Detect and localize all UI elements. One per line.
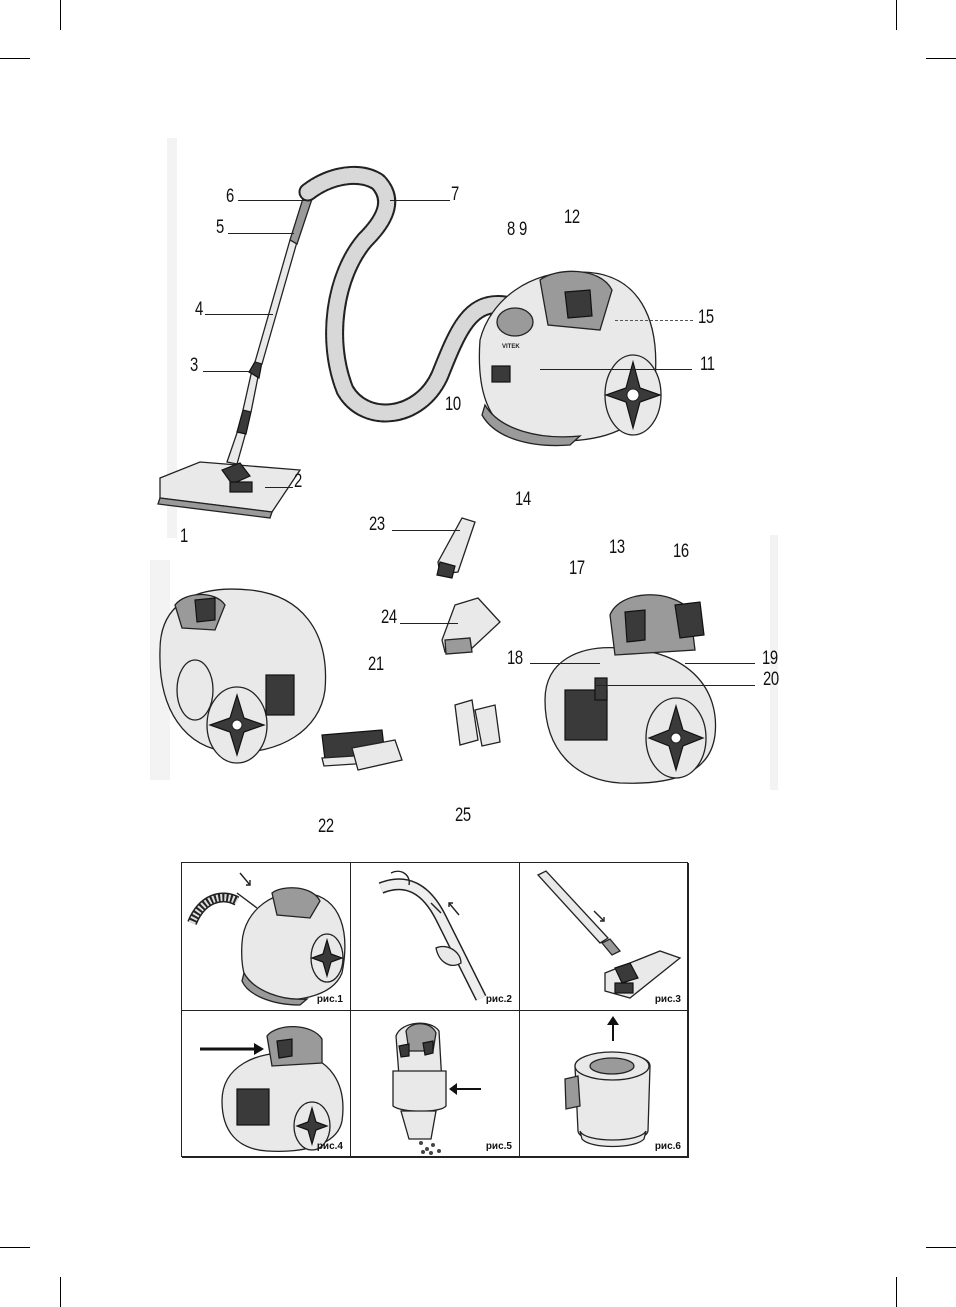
leader-line	[530, 663, 600, 664]
callout-label: 5	[216, 217, 224, 238]
callout-label: 23	[369, 514, 385, 535]
adapter-piece	[454, 699, 501, 747]
leader-line	[400, 623, 458, 624]
callout-label: 12	[564, 207, 580, 228]
crop-mark	[926, 58, 956, 59]
figure-3-drawing	[536, 870, 682, 999]
crop-mark	[896, 0, 897, 30]
figure-caption: рис.3	[654, 994, 681, 1005]
leader-line	[265, 487, 293, 488]
callout-label: 14	[515, 489, 531, 510]
vacuum-cleaner-illustration: VITEK	[150, 138, 778, 790]
crop-mark	[896, 1277, 897, 1307]
vacuum-body	[478, 270, 662, 447]
callout-label: 9	[519, 219, 527, 240]
crop-mark	[0, 58, 30, 59]
figure-caption: рис.2	[485, 994, 512, 1005]
leader-line	[540, 369, 692, 370]
figure-4-drawing	[200, 1025, 344, 1152]
crop-mark	[0, 1247, 30, 1248]
figure-2-drawing	[378, 870, 487, 1001]
floor-nozzle	[157, 461, 302, 519]
leader-line	[685, 663, 755, 664]
figure-caption: рис.6	[654, 1141, 681, 1152]
brand-text: VITEK	[502, 344, 520, 350]
figure-panel-1: рис.1	[182, 863, 351, 1011]
callout-label: 18	[507, 648, 523, 669]
callout-label: 8	[507, 219, 515, 240]
leader-line	[390, 200, 450, 201]
leader-line	[228, 233, 294, 234]
figure-panel-5: рис.5	[351, 1011, 520, 1158]
vacuum-rear-right-view	[544, 594, 717, 784]
figure-panel-4: рис.4	[182, 1011, 351, 1158]
upholstery-brush	[441, 597, 501, 655]
figure-1-drawing	[187, 872, 346, 1006]
callout-label: 24	[381, 607, 397, 628]
telescopic-tube	[226, 191, 314, 465]
leader-line	[615, 320, 693, 321]
figure-panel-3: рис.3	[520, 863, 689, 1011]
figure-panel-2: рис.2	[351, 863, 520, 1011]
callout-label: 3	[190, 355, 198, 376]
figure-caption: рис.4	[316, 1141, 343, 1152]
figure-6-drawing	[564, 1016, 651, 1148]
leader-line	[238, 200, 306, 201]
callout-label: 20	[763, 669, 779, 690]
leader-line	[595, 685, 755, 686]
figure-5-drawing	[392, 1022, 481, 1155]
figure-caption: рис.5	[485, 1141, 512, 1152]
callout-label: 7	[451, 184, 459, 205]
leader-line	[203, 371, 251, 372]
leader-line	[392, 530, 460, 531]
callout-label: 10	[445, 394, 461, 415]
callout-label: 4	[195, 299, 203, 320]
callout-label: 1	[180, 526, 188, 547]
crevice-tool	[436, 517, 476, 579]
callout-label: 17	[569, 558, 585, 579]
callout-label: 15	[698, 307, 714, 328]
callout-label: 2	[294, 471, 302, 492]
callout-label: 19	[762, 648, 778, 669]
crop-mark	[926, 1247, 956, 1248]
callout-label: 16	[673, 541, 689, 562]
leader-line	[205, 314, 273, 315]
callout-label: 21	[368, 654, 384, 675]
figure-panel-6: рис.6	[520, 1011, 689, 1158]
crop-mark	[60, 1277, 61, 1307]
filters	[321, 729, 403, 771]
callout-label: 6	[226, 186, 234, 207]
instruction-grid: рис.1 рис.2 рис.3	[181, 862, 689, 1158]
callout-label: 11	[700, 354, 715, 375]
vacuum-rear-left-view	[159, 588, 327, 764]
figure-caption: рис.1	[316, 994, 343, 1005]
crop-mark	[60, 0, 61, 30]
callout-label: 22	[318, 816, 334, 837]
callout-label: 25	[455, 805, 471, 826]
callout-label: 13	[609, 537, 625, 558]
